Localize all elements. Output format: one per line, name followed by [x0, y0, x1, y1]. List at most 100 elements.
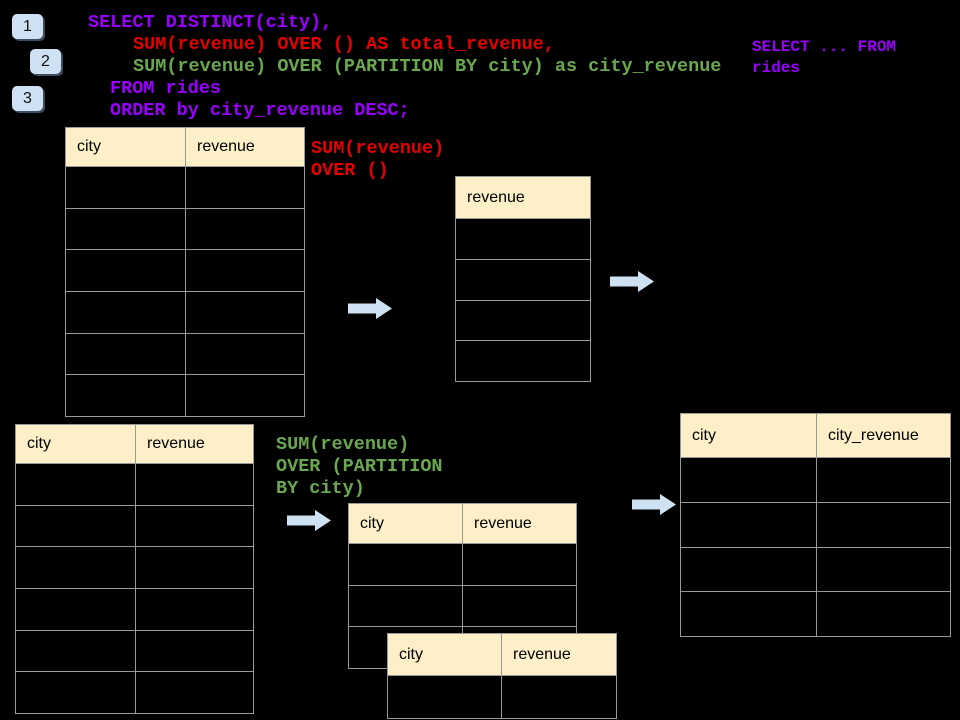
table-header-cell: revenue: [513, 645, 571, 663]
table-header-cell: city: [16, 425, 136, 463]
table-cell: [186, 250, 304, 291]
table-header-row: city revenue: [349, 504, 576, 543]
table-cell: [16, 630, 136, 672]
table-cell: [502, 676, 616, 718]
table-cell: [66, 167, 186, 208]
sql-line-order-by: ORDER by city_revenue DESC;: [110, 100, 410, 121]
table-header-cell: city: [349, 504, 463, 543]
table-cell: [16, 588, 136, 630]
table-header-cell: revenue: [474, 514, 532, 532]
table-cell: [66, 333, 186, 375]
table-cell: [186, 334, 304, 375]
table-cell: [136, 589, 253, 630]
table-header-row: city revenue: [66, 128, 304, 166]
table-cell: [681, 502, 817, 547]
partition-note-line-1: SUM(revenue): [276, 434, 410, 455]
table-cell: [681, 458, 817, 502]
side-note-line-2: rides: [752, 59, 801, 77]
table-cell: [681, 547, 817, 592]
table-row: [388, 675, 616, 718]
table-row: [66, 207, 304, 250]
table-cell: [817, 592, 950, 636]
table-cell: [136, 547, 253, 588]
table-row: [456, 218, 590, 259]
table-partition-step: city revenue: [348, 503, 577, 669]
table-cell: [388, 676, 502, 718]
table-row: [16, 463, 253, 505]
table-header-row: city city_revenue: [681, 414, 950, 457]
table-row: [681, 591, 950, 636]
table-cell: [16, 672, 136, 713]
table-header-cell: city: [66, 128, 186, 166]
table-cell: [463, 544, 576, 585]
table-cell: [186, 167, 304, 208]
total-note-line-1: SUM(revenue): [311, 138, 445, 159]
table-city-revenue-result: city city_revenue: [680, 413, 951, 637]
table-cell: [136, 631, 253, 672]
table-row: [456, 340, 590, 381]
table-cell: [136, 672, 253, 713]
table-cell: [66, 375, 186, 416]
table-cell: [463, 586, 576, 627]
table-row: [16, 629, 253, 672]
table-cell: [66, 291, 186, 333]
sql-line-city-revenue: SUM(revenue) OVER (PARTITION BY city) as…: [133, 56, 722, 77]
table-row: [66, 290, 304, 333]
table-cell: [66, 250, 186, 291]
table-header-cell: revenue: [197, 138, 255, 155]
partition-note-line-3: BY city): [276, 478, 365, 499]
table-header-row: revenue: [456, 177, 590, 218]
flow-arrow-right-icon: [287, 510, 331, 531]
flow-arrow-right-icon: [632, 494, 676, 515]
table-header-cell: city: [681, 414, 817, 457]
flow-arrow-right-icon: [348, 298, 392, 319]
table-row: [16, 587, 253, 630]
table-row: [681, 546, 950, 592]
table-cell: [16, 505, 136, 547]
side-note-line-1: SELECT ... FROM: [752, 38, 897, 56]
table-row: [349, 584, 576, 627]
table-cell: [456, 341, 590, 381]
table-row: [66, 374, 304, 416]
table-cell: [456, 260, 590, 300]
flow-arrow-right-icon: [610, 271, 654, 292]
table-row: [66, 332, 304, 375]
sql-line-from: FROM rides: [110, 78, 222, 99]
step-badge-1: 1: [12, 14, 43, 39]
table-cell: [186, 209, 304, 250]
table-total-revenue-result: revenue: [455, 176, 591, 382]
table-row: [349, 543, 576, 585]
total-note-line-2: OVER (): [311, 160, 389, 181]
table-cell: [349, 585, 463, 627]
step-badge-2: 2: [30, 49, 61, 74]
table-row: [16, 671, 253, 713]
table-cell: [456, 301, 590, 341]
table-row: [66, 249, 304, 291]
sql-line-total-revenue: SUM(revenue) OVER () AS total_revenue,: [133, 34, 555, 55]
table-row: [16, 546, 253, 588]
table-row: [456, 258, 590, 300]
table-cell: [16, 547, 136, 588]
step-badge-3: 3: [12, 86, 43, 111]
table-cell: [456, 219, 590, 259]
table-row: [681, 457, 950, 502]
table-row: [681, 501, 950, 547]
table-row: [16, 504, 253, 547]
table-cell: [136, 506, 253, 547]
table-cell: [817, 548, 950, 592]
table-cell: [136, 464, 253, 505]
table-rides-source-top: city revenue: [65, 127, 305, 417]
table-cell: [817, 458, 950, 502]
table-header-cell: city_revenue: [828, 426, 919, 444]
table-row: [456, 299, 590, 341]
sql-line-select: SELECT DISTINCT(city),: [88, 12, 333, 33]
table-cell: [186, 292, 304, 333]
table-cell: [681, 592, 817, 636]
table-row: [66, 166, 304, 208]
partition-note-line-2: OVER (PARTITION: [276, 456, 443, 477]
